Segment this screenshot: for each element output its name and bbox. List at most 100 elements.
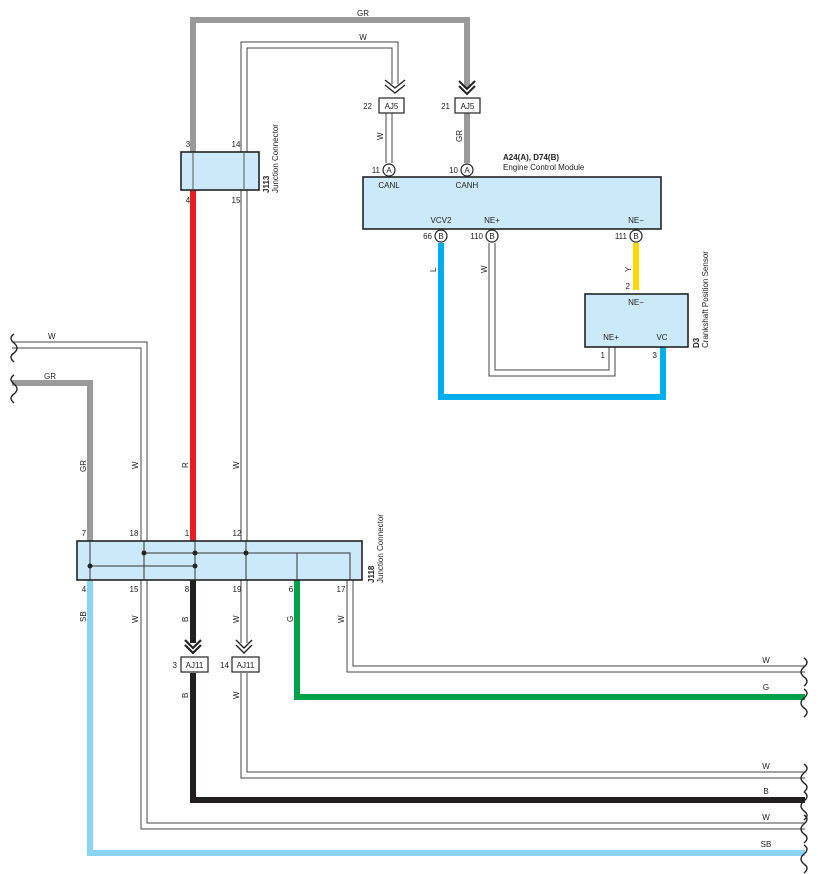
sensor-name: Crankshaft Position Sensor — [701, 251, 710, 348]
j118-code: J118 — [367, 565, 376, 583]
wire-l-vc — [438, 243, 666, 400]
wire-w-left-inner — [12, 347, 142, 541]
j118-pin-8: 8 — [185, 585, 190, 594]
j118-pin-15: 15 — [130, 585, 139, 594]
connector-aj5-21: AJ5 21 — [441, 97, 481, 114]
j118-pin-7: 7 — [82, 529, 87, 538]
label-left-w: W — [48, 332, 56, 341]
j118-pin-19: 19 — [233, 585, 242, 594]
j113-pin-4: 4 — [186, 196, 191, 205]
wire-w-17-outer — [346, 580, 805, 673]
ecm-canh-label: CANH — [456, 181, 479, 190]
wire-sb-bottom — [87, 580, 805, 856]
ecm-vcv2-label: VCV2 — [431, 216, 452, 225]
aj11-3-pin: 3 — [173, 661, 178, 670]
label-w-22: W — [376, 132, 385, 140]
ecm-conn-a-11: A — [386, 166, 392, 175]
label-r-vert: R — [181, 462, 190, 468]
arrow-aj11-3 — [184, 639, 202, 655]
wire-w-17-inner — [352, 580, 805, 667]
j113-junction-connector: 3 14 4 15 J113 Junction Connector — [180, 124, 280, 205]
connector-aj11-14: AJ11 14 — [220, 656, 260, 673]
label-top-gr: GR — [357, 9, 369, 18]
j113-pin-14: 14 — [232, 140, 241, 149]
wire-w-after-aj11-outer — [240, 673, 805, 779]
wire-w-ne-plus-inner — [494, 243, 610, 371]
j118-junction-connector: 7 18 1 12 4 15 8 19 6 17 J118 Junction C… — [76, 514, 385, 594]
j118-pin-17: 17 — [337, 585, 346, 594]
j118-pin-6: 6 — [289, 585, 294, 594]
label-right-g: G — [763, 683, 769, 692]
label-b-after-aj11: B — [181, 693, 190, 698]
sensor-pin-3: 3 — [653, 351, 658, 360]
wire-b-after-aj11 — [190, 673, 805, 803]
wire-w-left-outer — [12, 341, 148, 541]
arrow-aj5-21 — [458, 80, 476, 96]
label-right-w2: W — [762, 762, 770, 771]
j113-name: Junction Connector — [271, 124, 280, 193]
j118-name: Junction Connector — [376, 514, 385, 583]
sensor-vc-label: VC — [656, 333, 667, 342]
wire-w-15-inner — [146, 580, 805, 824]
j118-pin-1: 1 — [185, 529, 190, 538]
ecm-conn-b-111: B — [633, 232, 638, 241]
ecm-pin-11: 11 — [372, 166, 381, 175]
sensor-ne-plus-label: NE+ — [603, 333, 619, 342]
crankshaft-position-sensor: NE− NE+ VC 2 1 3 D3 Crankshaft Position … — [584, 251, 710, 360]
wire-w-15-outer — [140, 580, 805, 830]
ecm-ne-plus-label: NE+ — [484, 216, 500, 225]
ecm-code: A24(A), D74(B) — [503, 153, 559, 162]
ecm-canl-label: CANL — [378, 181, 400, 190]
wire-gr-top — [190, 17, 470, 152]
connector-aj11-3: AJ11 3 — [173, 656, 209, 673]
label-w-vert-12: W — [232, 461, 241, 469]
label-w-vert-19: W — [232, 615, 241, 623]
label-w-after-aj11: W — [232, 691, 241, 699]
j113-pin-15: 15 — [232, 196, 241, 205]
sensor-pin-1: 1 — [601, 351, 606, 360]
ecm-conn-b-110: B — [489, 232, 494, 241]
arrow-aj5-22 — [384, 79, 406, 94]
ecm-pin-10: 10 — [449, 166, 458, 175]
ecm-name: Engine Control Module — [503, 163, 585, 172]
label-top-w: W — [359, 33, 367, 42]
aj5-21-pin: 21 — [441, 102, 450, 111]
ecm-pin-111: 111 — [615, 232, 628, 241]
j118-pin-18: 18 — [130, 529, 139, 538]
label-right-w1: W — [762, 656, 770, 665]
sensor-ne-minus-label: NE− — [628, 298, 644, 307]
label-g-vert: G — [286, 616, 295, 622]
sensor-code: D3 — [692, 337, 701, 348]
wire-gr-left — [12, 380, 93, 541]
wire-w-top-inner — [246, 47, 393, 152]
engine-control-module: A24(A), D74(B) Engine Control Module CAN… — [362, 153, 662, 243]
ecm-pin-66: 66 — [423, 232, 432, 241]
label-b-vert-8: B — [181, 617, 190, 622]
aj5-21-label: AJ5 — [461, 102, 475, 111]
ecm-conn-b-66: B — [438, 232, 443, 241]
label-w-vert-18: W — [131, 461, 140, 469]
label-w-110: W — [480, 265, 489, 273]
wire-w-after-aj11-inner — [246, 673, 805, 773]
label-sb-vert: SB — [79, 611, 88, 622]
label-w-vert-15: W — [131, 615, 140, 623]
label-left-gr: GR — [44, 372, 56, 381]
ecm-conn-a-10: A — [464, 166, 470, 175]
arrow-aj11-14 — [235, 639, 253, 654]
wire-w-ne-plus-outer — [488, 243, 616, 377]
label-right-b: B — [763, 787, 768, 796]
wire-g-6 — [294, 580, 805, 700]
aj11-3-label: AJ11 — [186, 661, 204, 670]
label-y-111: Y — [624, 266, 633, 272]
j118-pin-4: 4 — [82, 585, 87, 594]
j113-code: J113 — [262, 175, 271, 193]
label-right-w3: W — [762, 813, 770, 822]
wire-w-top-outer — [240, 41, 399, 152]
label-l-66: L — [429, 267, 438, 272]
aj11-14-label: AJ11 — [237, 661, 255, 670]
aj11-14-pin: 14 — [220, 661, 229, 670]
ecm-pin-110: 110 — [470, 232, 483, 241]
label-gr-vert: GR — [79, 460, 88, 472]
aj5-22-label: AJ5 — [385, 102, 399, 111]
